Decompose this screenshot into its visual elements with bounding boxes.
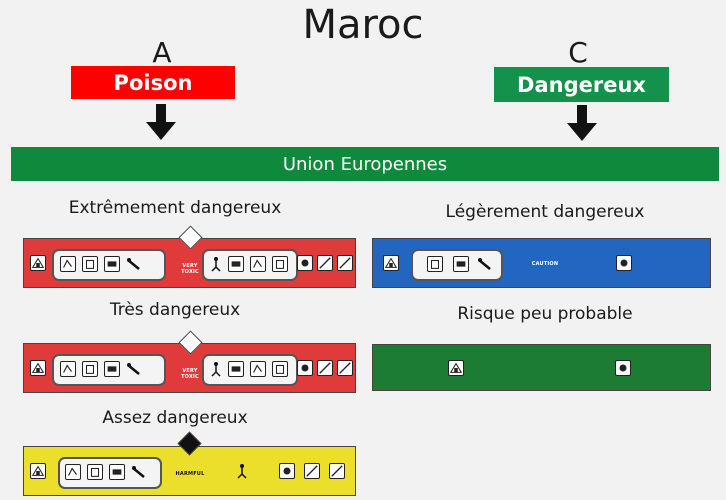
sprayer-icon — [477, 256, 493, 272]
label-band-slightly-hazardous: CAUTION — [372, 238, 711, 288]
dangereux-box: Dangereux — [494, 67, 669, 102]
band-text: CAUTION — [531, 261, 559, 267]
gloves-pictogram-icon — [250, 361, 266, 377]
left-pictogram-panel — [58, 457, 162, 489]
gloves-pictogram-icon — [250, 256, 266, 272]
sprayer-icon — [126, 256, 142, 272]
category-label-assez: Assez dangereux — [102, 408, 248, 428]
wash-pictogram-icon — [272, 361, 288, 377]
handling-pictogram-icon — [60, 361, 76, 377]
container-pictogram-icon — [82, 361, 98, 377]
handling-pictogram-icon — [60, 256, 76, 272]
no-water-pictogram-icon — [329, 463, 345, 479]
down-arrow-icon — [567, 105, 597, 141]
sprayer-icon — [131, 464, 147, 480]
container-pictogram-icon — [427, 256, 443, 272]
storage-pictogram-icon — [30, 463, 46, 479]
right-pictogram-panel — [202, 354, 298, 386]
protection-pictogram-icon — [228, 361, 244, 377]
storage-pictogram-icon — [383, 255, 399, 271]
band-text: HARMFUL — [175, 471, 205, 477]
application-pictogram-icon — [453, 256, 469, 272]
application-pictogram-icon — [104, 256, 120, 272]
no-water-pictogram-icon — [337, 255, 353, 271]
handling-pictogram-icon — [65, 464, 81, 480]
no-water-pictogram-icon — [337, 360, 353, 376]
storage-pictogram-icon — [448, 360, 464, 376]
category-label-risque: Risque peu probable — [457, 304, 633, 324]
label-band-unlikely-hazard — [372, 344, 711, 391]
label-band-moderately-hazardous: HARMFUL — [23, 431, 356, 496]
application-pictogram-icon — [109, 464, 125, 480]
application-pictogram-icon — [104, 361, 120, 377]
storage-pictogram-icon — [30, 255, 46, 271]
union-bar: Union Europennes — [11, 147, 719, 181]
page-title: Maroc — [302, 2, 424, 48]
down-arrow-icon — [146, 104, 176, 140]
container-pictogram-icon — [82, 256, 98, 272]
category-label-legerement: Légèrement dangereux — [445, 202, 645, 222]
container-pictogram-icon — [87, 464, 103, 480]
no-livestock-pictogram-icon — [317, 255, 333, 271]
wash-pictogram-icon — [272, 256, 288, 272]
person-pictogram-icon — [208, 361, 224, 377]
left-pictogram-panel — [52, 249, 166, 281]
hazard-cross-diamond-icon — [177, 431, 202, 456]
person-pictogram-icon — [208, 256, 224, 272]
category-label-extremement: Extrêmement dangereux — [68, 198, 282, 218]
warning-pictogram-icon — [297, 360, 313, 376]
warning-pictogram-icon — [279, 463, 295, 479]
right-pictogram-panel — [202, 249, 298, 281]
warning-pictogram-icon — [616, 255, 632, 271]
sprayer-icon — [126, 361, 142, 377]
left-pictogram-panel — [411, 249, 503, 281]
hazard-diamond-icon — [178, 225, 203, 250]
hazard-diamond-icon — [178, 330, 203, 355]
no-livestock-pictogram-icon — [304, 463, 320, 479]
poison-box: Poison — [71, 66, 235, 99]
warning-pictogram-icon — [615, 360, 631, 376]
label-letter-c: C — [568, 36, 588, 69]
protection-pictogram-icon — [228, 256, 244, 272]
left-pictogram-panel — [52, 354, 166, 386]
no-livestock-pictogram-icon — [317, 360, 333, 376]
label-letter-a: A — [152, 36, 172, 69]
category-label-tres: Très dangereux — [109, 300, 241, 320]
person-pictogram-icon — [234, 463, 250, 479]
warning-pictogram-icon — [297, 255, 313, 271]
storage-pictogram-icon — [30, 360, 46, 376]
